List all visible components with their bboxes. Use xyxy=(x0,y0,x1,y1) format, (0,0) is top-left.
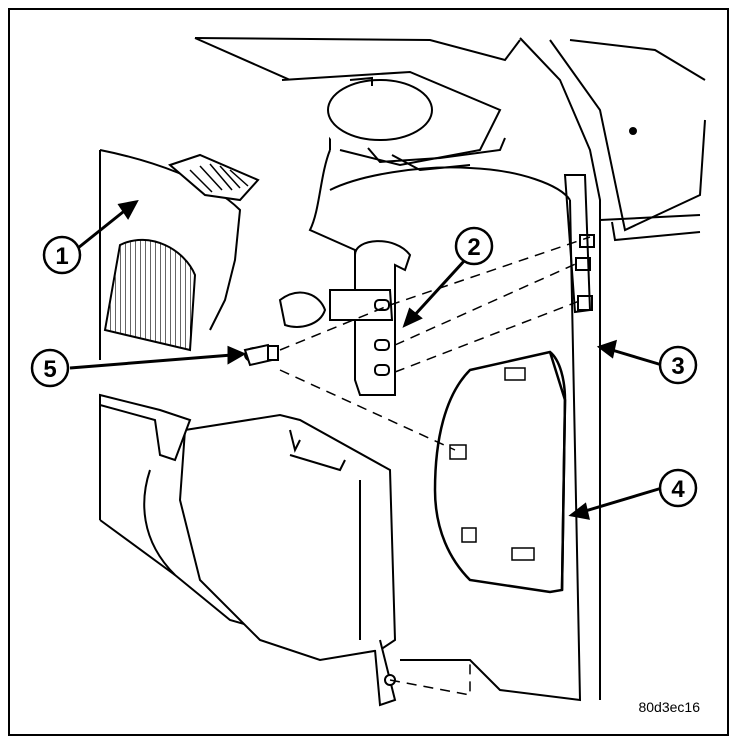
push-pin-fastener xyxy=(243,343,279,367)
access-panel xyxy=(433,350,567,594)
rear-pillar xyxy=(519,37,706,700)
air-vent xyxy=(168,153,260,202)
figure-code: 80d3ec16 xyxy=(638,699,700,715)
callout-label: 1 xyxy=(55,243,68,270)
callout-3: 3 xyxy=(658,345,698,385)
callout-label: 5 xyxy=(43,356,56,383)
callout-1: 1 xyxy=(42,235,82,275)
headliner xyxy=(194,37,521,172)
callout-4: 4 xyxy=(658,468,698,508)
alignment-lines xyxy=(279,236,591,696)
retaining-bracket xyxy=(278,240,412,396)
callout-leaders xyxy=(69,199,663,520)
callout-label: 3 xyxy=(671,353,684,380)
callout-label: 4 xyxy=(671,476,685,503)
lower-left-bracket xyxy=(99,393,192,576)
callout-label: 2 xyxy=(467,234,480,261)
quarter-trim-panel xyxy=(99,149,582,702)
speaker-grille xyxy=(103,238,197,352)
lower-trim-cover xyxy=(178,413,397,707)
callout-2: 2 xyxy=(454,226,494,266)
callout-5: 5 xyxy=(30,348,70,388)
